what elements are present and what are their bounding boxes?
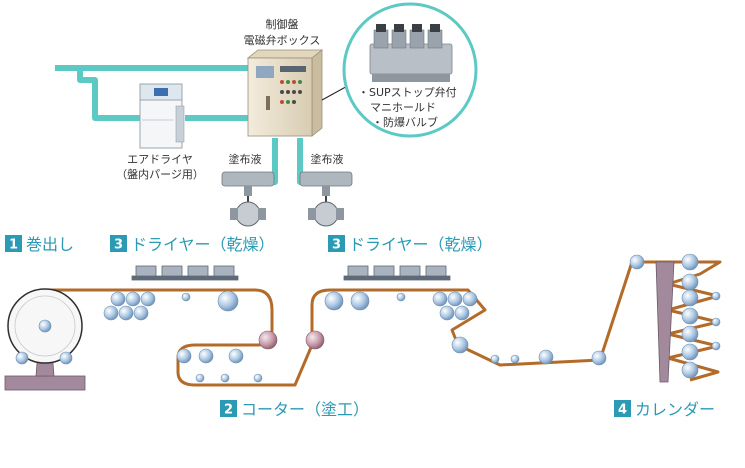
step-badge <box>110 235 127 252</box>
air-dryer <box>139 83 185 149</box>
step-coater: 2 コーター（塗工） <box>220 400 369 419</box>
step-dryer-right: 3 ドライヤー（乾燥） <box>328 235 493 254</box>
step-badge <box>328 235 345 252</box>
control-panel <box>246 49 324 137</box>
unwind-roll <box>4 288 86 391</box>
dryer-heaters-right <box>343 265 451 281</box>
step-badge <box>220 400 237 417</box>
air-dryer-label-1: エアドライヤ <box>127 153 193 166</box>
web-path <box>45 260 722 387</box>
rollers-dryer-right <box>324 291 607 366</box>
step-unwind: 1 巻出し <box>5 235 74 254</box>
air-dryer-label-2: （盤内パージ用） <box>116 167 204 181</box>
step-label: ドライヤー（乾燥） <box>349 235 493 254</box>
step-calender: 4 カレンダー <box>614 400 715 419</box>
valve-manifold-image <box>369 24 453 82</box>
step-badge <box>614 400 631 417</box>
step-label: コーター（塗工） <box>241 400 369 419</box>
step-label: ドライヤー（乾燥） <box>131 235 275 254</box>
step-label: カレンダー <box>635 400 715 419</box>
dryer-heaters-left <box>131 265 239 281</box>
rollers-coater <box>176 330 325 383</box>
control-panel-label-2: 電磁弁ボックス <box>244 33 321 47</box>
rollers-dryer-left <box>103 290 239 321</box>
valve-callout: ・SUPストップ弁付 マニホールド ・防爆バルブ <box>342 2 478 138</box>
explosion-proof-valve-right <box>299 171 353 227</box>
coating-liquid-label-right: 塗布液 <box>311 152 344 166</box>
step-label: 巻出し <box>26 235 74 254</box>
control-panel-label-1: 制御盤 <box>266 17 299 31</box>
step-number: 3 <box>114 238 123 253</box>
explosion-proof-valve-left <box>221 171 275 227</box>
step-number: 4 <box>618 403 627 418</box>
valve-callout-line-1: ・SUPストップ弁付 <box>358 85 457 99</box>
step-number: 2 <box>224 403 233 418</box>
step-number: 1 <box>9 238 18 253</box>
valve-callout-line-2: マニホールド <box>370 101 436 114</box>
step-badge <box>5 235 22 252</box>
valve-callout-line-3: ・防爆バルブ <box>372 115 438 129</box>
step-dryer-left: 3 ドライヤー（乾燥） <box>110 235 275 254</box>
coating-liquid-label-left: 塗布液 <box>229 152 262 166</box>
step-number: 3 <box>332 238 341 253</box>
calender-stack <box>629 253 721 383</box>
